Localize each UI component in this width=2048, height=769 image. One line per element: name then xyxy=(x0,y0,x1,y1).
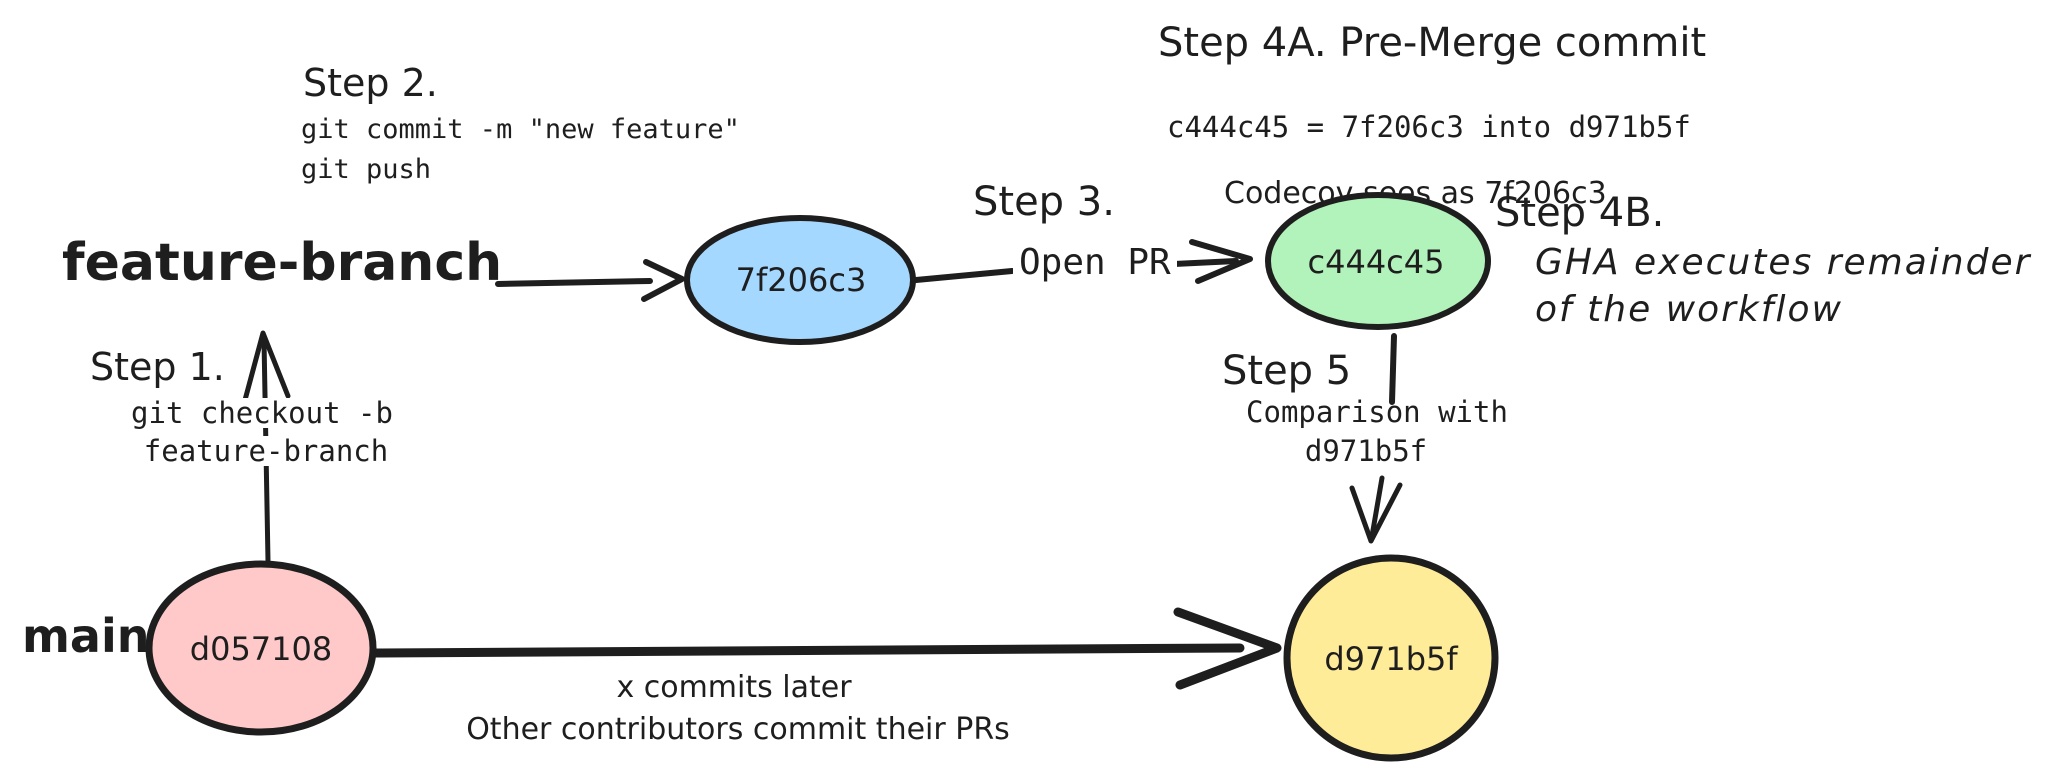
step1-title: Step 1. xyxy=(90,345,225,389)
main-base-commit-node xyxy=(145,560,377,736)
arrow-open-pr-left-segment xyxy=(913,268,1015,283)
step4a-merge-equation: c444c45 = 7f206c3 into d971b5f xyxy=(1167,110,1691,144)
arrow-main-timeline-shaft xyxy=(371,643,1245,658)
step4a-title: Step 4A. Pre-Merge commit xyxy=(1158,20,1707,66)
arrowhead-checkout xyxy=(242,330,291,403)
step5-comparison-line2: d971b5f xyxy=(1304,434,1428,468)
main-branch-label: main xyxy=(22,609,150,663)
feature-branch-label: feature-branch xyxy=(62,233,503,293)
arrowhead-step5 xyxy=(1349,482,1403,544)
main-head-commit-node xyxy=(1283,554,1499,762)
arrowhead-featurebranch-to-feature-commit xyxy=(641,259,685,302)
step4b-note-line1: GHA executes remainder xyxy=(1535,242,2032,283)
step3-open-pr-label: Open PR xyxy=(1013,244,1177,282)
pre-merge-commit-node xyxy=(1265,192,1491,330)
main-head-commit-label: d971b5f xyxy=(1324,640,1458,678)
step5-title: Step 5 xyxy=(1222,348,1352,394)
pre-merge-commit-label: c444c45 xyxy=(1307,243,1445,281)
step1-command-line2: feature-branch xyxy=(137,436,395,466)
step5-comparison-line1: Comparison with xyxy=(1246,395,1508,429)
arrow-step5-shaft xyxy=(1369,475,1385,539)
step2-command-commit: git commit -m "new feature" xyxy=(301,114,740,145)
step4b-note-line2: of the workflow xyxy=(1535,289,1843,330)
step2-title: Step 2. xyxy=(303,61,438,105)
feature-commit-label: 7f206c3 xyxy=(735,261,867,299)
step3-title: Step 3. xyxy=(973,179,1115,225)
arrow-featurebranch-to-feature-commit xyxy=(495,278,653,287)
arrow-open-pr-right-segment xyxy=(1171,258,1239,267)
main-base-commit-label: d057108 xyxy=(189,630,333,668)
arrowhead-open-pr xyxy=(1189,239,1253,284)
step2-command-push: git push xyxy=(301,154,432,185)
arrowhead-main-timeline xyxy=(1173,607,1282,690)
step1-command-line1: git checkout -b xyxy=(125,398,399,428)
step4b-title: Step 4B. xyxy=(1495,190,1665,236)
main-timeline-note-line1: x commits later xyxy=(616,670,852,705)
feature-commit-node xyxy=(684,215,916,345)
main-timeline-note-line2: Other contributors commit their PRs xyxy=(466,712,1010,747)
line-step5-top-segment xyxy=(1389,333,1397,405)
